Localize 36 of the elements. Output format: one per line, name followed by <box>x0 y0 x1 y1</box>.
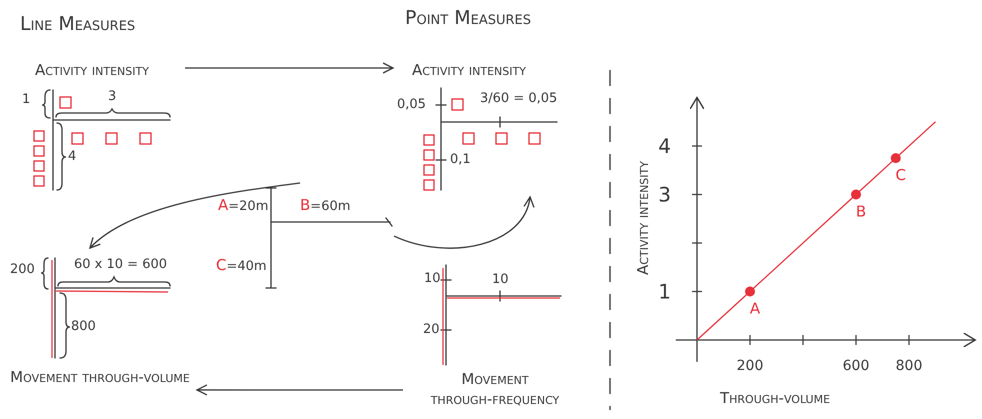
tick-label: 200 <box>736 358 764 374</box>
distance-label: C=40m <box>216 257 267 275</box>
axis-value: 10 <box>492 273 509 288</box>
axis-value: 200 <box>10 263 35 278</box>
formula-label: 3/60 = 0,05 <box>480 92 558 107</box>
tick-label: 800 <box>896 358 922 374</box>
distance-label: A=20m <box>218 197 268 215</box>
tick-label: 1 <box>658 280 671 304</box>
axis-title: Through-volume <box>720 389 830 407</box>
arrow <box>185 62 394 74</box>
arrow <box>196 384 403 396</box>
axis-value: 800 <box>71 320 96 335</box>
tick-label: 4 <box>658 134 671 158</box>
axis-value: 0,1 <box>450 153 471 168</box>
panel-caption: Movement through-volume <box>9 368 191 388</box>
point-label: B <box>856 202 866 220</box>
formula-label: 60 x 10 = 600 <box>74 258 168 273</box>
axis-value: 20 <box>423 323 440 338</box>
point-label: C <box>896 166 906 184</box>
curved-arrow <box>394 196 534 249</box>
panel-title: Activity intensity <box>35 62 149 80</box>
axis-title: Activity intensity <box>634 161 652 275</box>
distance-label: B=60m <box>300 197 350 215</box>
tick-label: 3 <box>658 182 671 206</box>
axis-value: 4 <box>68 150 76 165</box>
point-label: A <box>750 300 760 318</box>
curved-arrow <box>89 182 300 249</box>
tick-label: 600 <box>842 358 870 374</box>
axis-value: 10 <box>424 272 441 287</box>
panel-title: Activity intensity <box>412 62 526 80</box>
axis-value: 0,05 <box>397 98 426 113</box>
panel-caption: Movement through-frequency <box>430 370 560 409</box>
column-heading: Line Measures <box>20 14 136 36</box>
axis-value: 3 <box>108 90 116 105</box>
column-heading: Point Measures <box>405 8 531 30</box>
axis-value: 1 <box>22 93 30 108</box>
